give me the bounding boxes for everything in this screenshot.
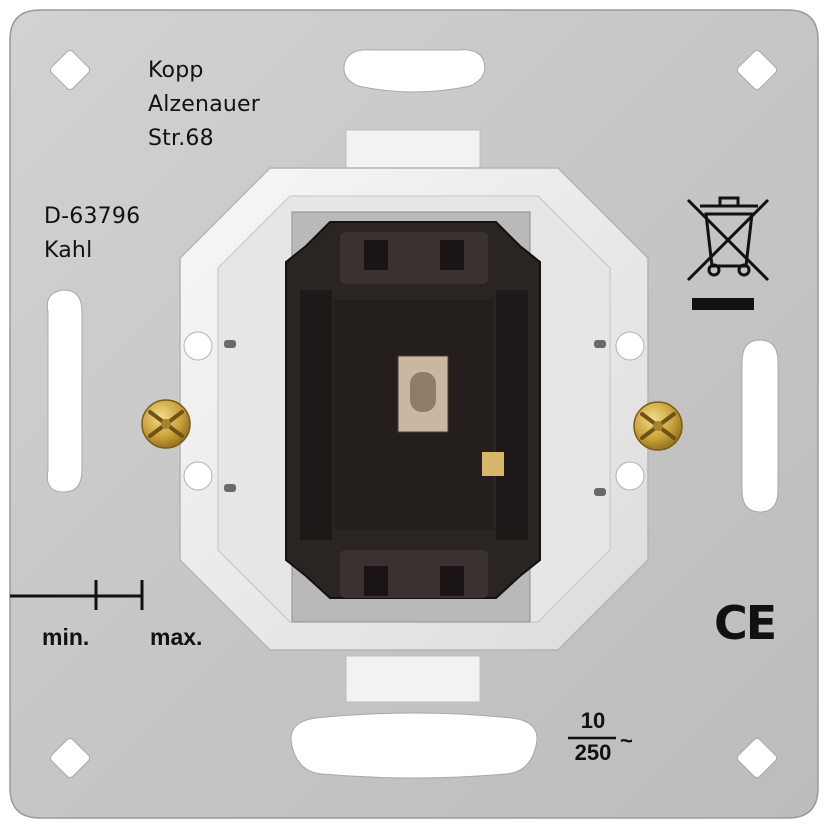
manufacturer-number: Str.68 xyxy=(148,126,214,151)
ce-mark: CE xyxy=(714,596,777,650)
frame-tab-bottom xyxy=(345,655,481,703)
strip-gauge xyxy=(10,580,144,610)
frame-stud-tr xyxy=(615,331,645,361)
frame-stud-bl xyxy=(183,461,213,491)
manufacturer-city: Kahl xyxy=(44,238,93,263)
corner-hole-tl xyxy=(49,49,91,91)
rivet-bl xyxy=(224,484,236,492)
frame-stud-br xyxy=(615,461,645,491)
switch-mechanism xyxy=(285,221,541,599)
rivet-tr xyxy=(594,340,606,348)
gauge-max-label: max. xyxy=(150,624,203,650)
rivet-tl xyxy=(224,340,236,348)
screw-right xyxy=(633,401,683,451)
slot-left xyxy=(46,289,83,493)
gauge-min-label: min. xyxy=(42,624,90,650)
rating-voltage: 250 xyxy=(574,740,612,765)
crossed-out-wheelie-bin-icon xyxy=(686,196,770,282)
manufacturer-name: Kopp xyxy=(148,58,204,83)
frame-stud-tl xyxy=(183,331,213,361)
corner-hole-tr xyxy=(736,49,778,91)
rivet-br xyxy=(594,488,606,496)
slot-right xyxy=(741,339,779,513)
corner-hole-br xyxy=(736,737,778,779)
manufacturer-postcode: D-63796 xyxy=(44,204,141,229)
rating-current: 10 xyxy=(580,708,606,733)
screw-left xyxy=(141,399,191,449)
rating-ac-symbol: ~ xyxy=(620,728,633,753)
weee-bar xyxy=(692,298,754,310)
slot-top xyxy=(343,49,486,93)
manufacturer-street: Alzenauer xyxy=(148,92,260,117)
corner-hole-bl xyxy=(49,737,91,779)
slot-bottom xyxy=(290,712,538,779)
